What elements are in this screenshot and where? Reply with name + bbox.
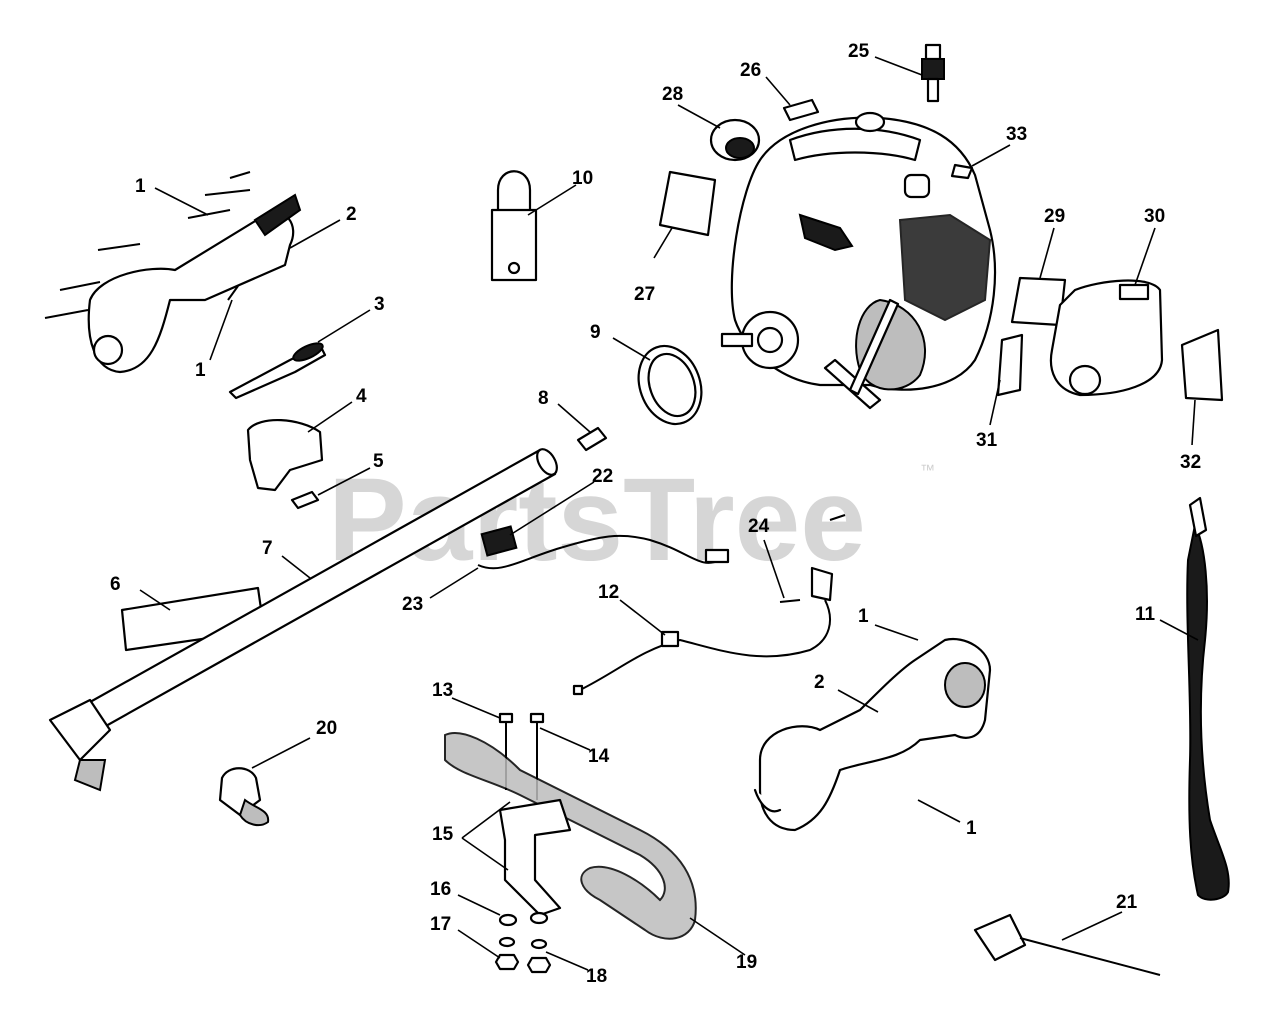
callout-22: 22 [592, 466, 613, 487]
watermark-trademark: ™ [920, 462, 935, 479]
callout-21: 21 [1116, 892, 1138, 913]
spring-8 [576, 426, 608, 452]
callout-31: 31 [976, 430, 998, 451]
fuel-cap [709, 118, 761, 162]
tool-10 [490, 170, 538, 282]
filter-31 [996, 333, 1024, 397]
callout-1: 1 [195, 360, 206, 381]
ignition-wire [477, 525, 730, 570]
callout-12: 12 [598, 582, 619, 603]
spark-plug [921, 43, 945, 103]
callout-23: 23 [402, 594, 423, 615]
handle-19 [444, 732, 697, 940]
decal-27 [658, 170, 717, 237]
callout-8: 8 [538, 388, 549, 409]
throttle-lever [228, 342, 327, 400]
nut-18 [526, 956, 552, 974]
callout-5: 5 [373, 451, 384, 472]
tab-33 [950, 163, 974, 180]
callout-26: 26 [740, 60, 761, 81]
throttle-cable [572, 514, 846, 696]
washer-16b [529, 911, 549, 925]
housing-right [753, 637, 992, 832]
washer-16 [498, 913, 518, 927]
decal-32 [1180, 328, 1224, 402]
washer-18 [530, 938, 548, 950]
shoulder-strap [1186, 496, 1230, 901]
decal-26 [782, 98, 820, 122]
clamp-ring [637, 344, 703, 426]
callout-15: 15 [432, 824, 454, 845]
housing-top-left [87, 193, 302, 374]
callouts: 1 2 3 1 4 5 6 7 8 9 10 11 12 13 14 15 16… [110, 41, 1201, 987]
callout-1: 1 [858, 606, 869, 627]
shaft [48, 448, 558, 792]
callout-1: 1 [135, 176, 146, 197]
bolt-14-head [529, 712, 545, 724]
callout-10: 10 [572, 168, 593, 189]
callout-2: 2 [814, 672, 825, 693]
callout-6: 6 [110, 574, 121, 595]
clip-20 [218, 767, 270, 827]
callout-2: 2 [346, 204, 357, 225]
callout-33: 33 [1006, 124, 1027, 145]
callout-29: 29 [1044, 206, 1065, 227]
spring-5 [290, 490, 320, 510]
callout-25: 25 [848, 41, 870, 62]
callout-20: 20 [316, 718, 337, 739]
callout-24: 24 [748, 516, 770, 537]
callout-18: 18 [586, 966, 607, 987]
callout-27: 27 [634, 284, 655, 305]
bracket-15 [498, 798, 572, 917]
engine-assembly [720, 111, 997, 410]
washer-17 [498, 936, 516, 948]
callout-30: 30 [1144, 206, 1165, 227]
air-filter-cover [1049, 279, 1164, 397]
trigger-housing [246, 419, 324, 492]
callout-14: 14 [588, 746, 610, 767]
callout-3: 3 [374, 294, 385, 315]
wrench-21 [973, 913, 1161, 976]
callout-16: 16 [430, 879, 451, 900]
callout-9: 9 [590, 322, 601, 343]
callout-28: 28 [662, 84, 683, 105]
callout-32: 32 [1180, 452, 1201, 473]
screws-top-left [44, 171, 251, 319]
callout-4: 4 [356, 386, 367, 407]
callout-19: 19 [736, 952, 757, 973]
nut-17 [494, 953, 520, 971]
bolt-13-head [498, 712, 514, 724]
callout-7: 7 [262, 538, 273, 559]
callout-17: 17 [430, 914, 451, 935]
callout-13: 13 [432, 680, 453, 701]
callout-1: 1 [966, 818, 977, 839]
leader-lines [139, 56, 1199, 971]
callout-11: 11 [1135, 604, 1156, 625]
